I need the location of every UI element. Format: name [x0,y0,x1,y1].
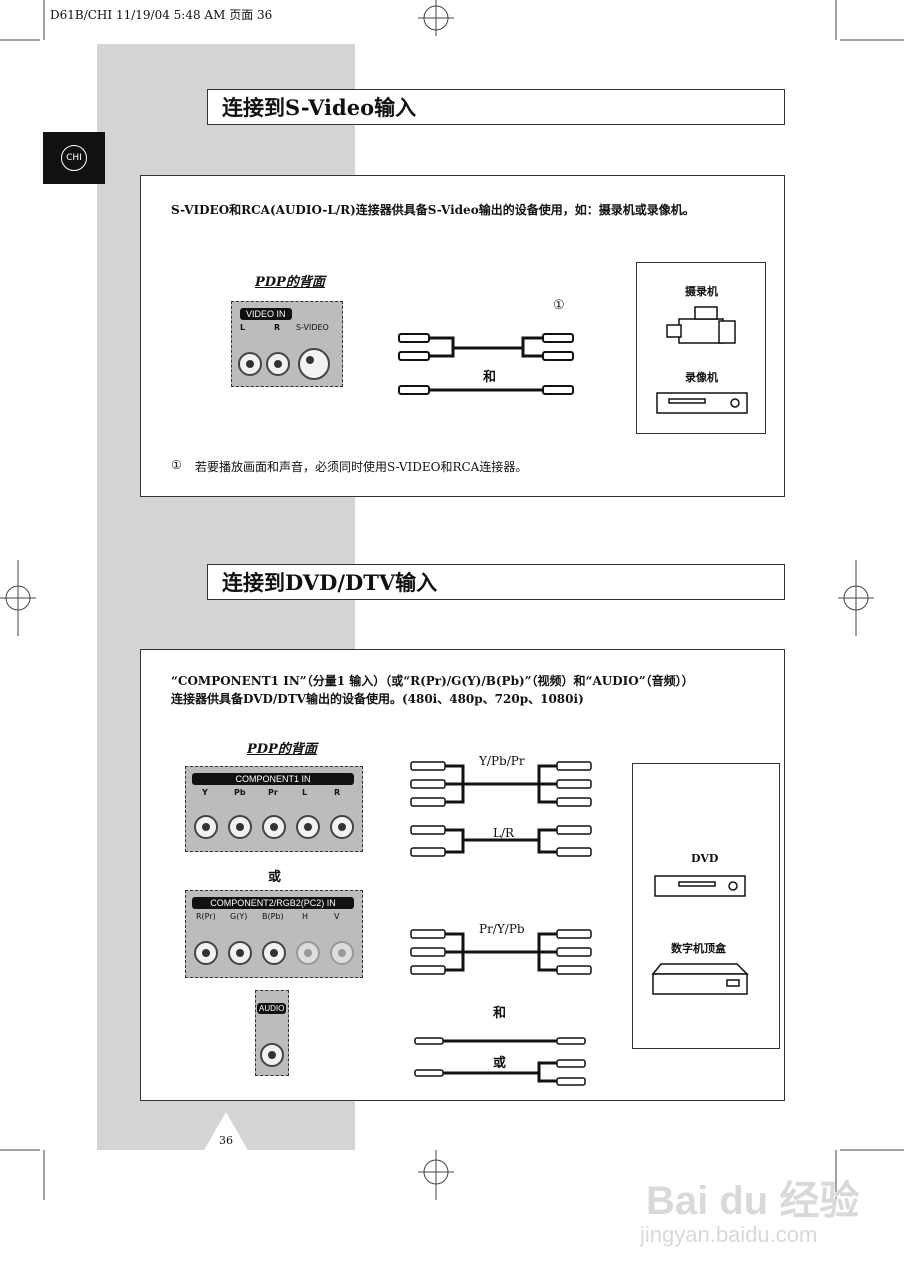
source-devices-box: 摄录机 录像机 [636,262,766,434]
comp1-pb-jack [228,815,252,839]
video-in-plate: VIDEO IN [240,308,292,320]
and-label: 和 [483,370,497,385]
port-l-label: L [240,323,246,332]
comp1-port-l-label: L [302,788,308,797]
dvd-player-icon [654,875,746,897]
comp1-y-jack [194,815,218,839]
section2-title: 连接到DVD/DTV输入 [207,564,785,600]
comp2-b-jack [262,941,286,965]
comp1-l-jack [296,815,320,839]
print-header: D61B/CHI 11/19/04 5:48 AM 页面 36 [50,8,273,22]
footnote-mark: ① [171,458,182,472]
section2-panel: “COMPONENT1 IN”（分量1 输入）（或“R(Pr)/G(Y)/B(P… [140,649,785,1101]
language-tab-label: CHI [61,145,87,171]
audio-jack [260,1043,284,1067]
cable-lr-label: L/R [493,826,515,840]
comp2-port-v-label: V [334,912,340,921]
camcorder-label: 摄录机 [685,285,718,298]
section1-title: 连接到S-Video输入 [207,89,785,125]
audio-r-jack [266,352,290,376]
component-cables-icon [410,761,592,1086]
comp1-port-pb-label: Pb [234,788,246,797]
settop-box-label: 数字机顶盒 [671,942,726,955]
comp1-port-pr-label: Pr [268,788,278,797]
comp2-port-b-label: B(Pb) [262,912,284,921]
dvd-label: DVD [691,852,719,865]
rca-svideo-cable-icon [398,333,574,395]
port-r-label: R [274,323,281,332]
video-in-panel: VIDEO IN L R S-VIDEO [231,301,343,387]
comp1-r-jack [330,815,354,839]
comp2-port-h-label: H [302,912,309,921]
svideo-jack [298,348,330,380]
audio-plate: AUDIO [257,1003,287,1014]
pdp-back-label-2: PDP的背面 [247,742,317,757]
comp2-port-r-label: R(Pr) [196,912,216,921]
comp2-r-jack [194,941,218,965]
page-number-triangle [203,1112,249,1152]
baidu-watermark-logo: Bai du 经验 [646,1179,860,1223]
audio-panel: AUDIO [255,990,289,1076]
or-label-2: 或 [493,1056,507,1071]
audio-l-jack [238,352,262,376]
component2-panel: COMPONENT2/RGB2(PC2) IN R(Pr) G(Y) B(Pb)… [185,890,363,978]
settop-box-icon [651,963,749,995]
dvd-devices-box: DVD 数字机顶盒 [632,763,780,1049]
comp1-port-y-label: Y [202,788,208,797]
vcr-label: 录像机 [685,371,718,384]
comp2-port-g-label: G(Y) [230,912,248,921]
section1-panel: S-VIDEO和RCA(AUDIO-L/R)连接器供具备S-Video输出的设备… [140,175,785,497]
cable-pryp-label: Pr/Y/Pb [479,922,525,936]
comp2-g-jack [228,941,252,965]
page-number: 36 [219,1134,233,1147]
port-svideo-label: S-VIDEO [296,323,329,332]
comp2-h-jack [296,941,320,965]
cable-ypbpr-label: Y/Pb/Pr [479,754,525,768]
comp2-v-jack [330,941,354,965]
comp1-port-r-label: R [334,788,341,797]
component1-panel: COMPONENT1 IN Y Pb Pr L R [185,766,363,852]
section2-description-line1: “COMPONENT1 IN”（分量1 输入）（或“R(Pr)/G(Y)/B(P… [171,674,694,688]
section2-description-line2: 连接器供具备DVD/DTV输出的设备使用。(480i、480p、720p、108… [171,692,584,706]
footnote-text: 若要播放画面和声音，必须同时使用S-VIDEO和RCA连接器。 [195,460,528,474]
component2-plate: COMPONENT2/RGB2(PC2) IN [192,897,354,909]
footnote-marker: ① [553,298,565,313]
component1-plate: COMPONENT1 IN [192,773,354,785]
and-label-2: 和 [493,1006,507,1021]
pdp-back-label: PDP的背面 [255,275,325,290]
baidu-watermark-url: jingyan.baidu.com [640,1222,818,1247]
vcr-icon [656,392,748,414]
camcorder-icon [666,306,736,344]
section1-description: S-VIDEO和RCA(AUDIO-L/R)连接器供具备S-Video输出的设备… [171,203,695,217]
or-label: 或 [268,870,282,885]
comp1-pr-jack [262,815,286,839]
